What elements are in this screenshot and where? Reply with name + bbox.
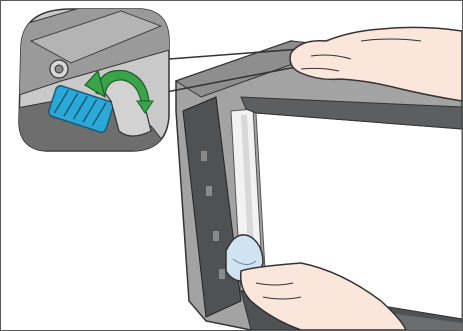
rail-hole [206, 186, 212, 196]
rail-hole [213, 231, 219, 241]
rail-hole [201, 151, 207, 161]
rail-hole [219, 269, 225, 279]
callout-detail [1, 1, 201, 151]
